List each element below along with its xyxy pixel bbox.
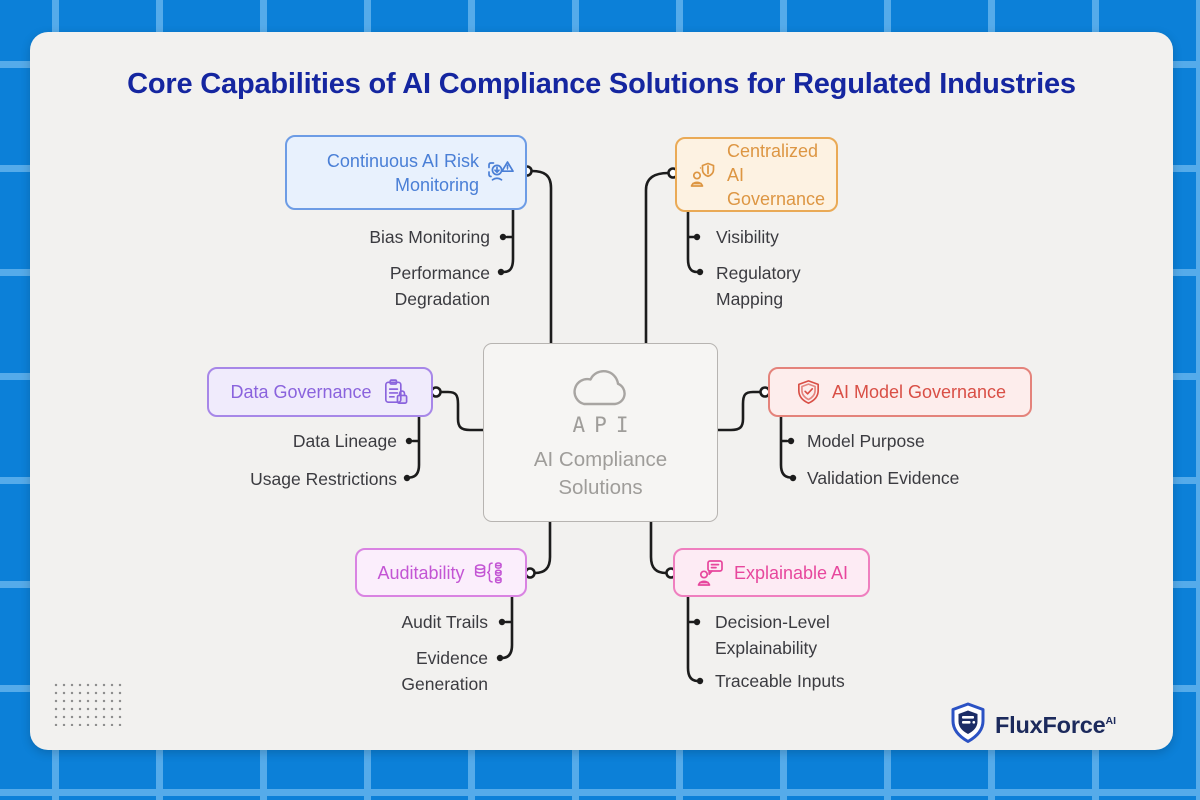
cloud-icon: [568, 368, 634, 413]
node-continuous-ai-risk-monitoring: Continuous AI Risk Monitoring: [285, 135, 527, 210]
node-label: AI Model Governance: [831, 382, 1007, 402]
child-data-lineage: Data Lineage: [292, 431, 397, 451]
shield-check-icon: [794, 378, 823, 407]
api-label: API: [572, 412, 638, 437]
child-evidence-generation: Evidence Generation: [401, 648, 488, 694]
node-centralized-ai-governance: Centralized AI Governance: [675, 137, 838, 212]
fluxforce-shield-icon: [950, 702, 986, 749]
node-label: Data Governance: [230, 382, 372, 402]
child-regulatory-mapping: Regulatory Mapping: [716, 263, 801, 309]
child-performance-degradation: Performance Degradation: [389, 263, 490, 309]
central-node-label: AI Compliance Solutions: [533, 447, 668, 499]
child-visibility: Visibility: [716, 227, 779, 247]
link-explainable-to-center: [649, 519, 668, 575]
child-audit-trails: Audit Trails: [401, 612, 488, 632]
governance-children-wire: [686, 207, 699, 274]
node-label: Auditability: [377, 562, 465, 583]
database-audit-icon: [473, 559, 505, 586]
risk-children-wire: [502, 207, 515, 274]
node-data-governance: Data Governance: [207, 367, 433, 417]
link-audit-to-center: [533, 519, 552, 575]
node-label: Continuous AI Risk Monitoring: [326, 150, 479, 195]
brand-suffix: AI: [1105, 715, 1117, 728]
child-traceable-inputs: Traceable Inputs: [715, 671, 845, 691]
dot-pattern-decoration: [52, 681, 122, 726]
node-label: Centralized AI Governance: [727, 140, 826, 209]
central-node: API AI Compliance Solutions: [483, 343, 718, 522]
link-risk-to-center: [530, 169, 553, 346]
link-modelgov-to-center: [715, 390, 762, 432]
node-ai-model-governance: AI Model Governance: [768, 367, 1032, 417]
child-usage-restrictions: Usage Restrictions: [250, 469, 397, 489]
page-title: Core Capabilities of AI Compliance Solut…: [127, 68, 1076, 100]
brand-logo: FluxForceAI: [950, 702, 1116, 749]
link-datagov-to-center: [439, 390, 486, 432]
child-model-purpose: Model Purpose: [807, 431, 925, 451]
child-validation-evidence: Validation Evidence: [807, 468, 960, 488]
person-chat-icon: [695, 558, 725, 588]
child-bias-monitoring: Bias Monitoring: [369, 227, 490, 247]
datagov-children-wire: [408, 414, 421, 479]
clipboard-lock-icon: [381, 378, 410, 407]
link-governance-to-center: [644, 171, 670, 346]
node-auditability: Auditability: [355, 548, 527, 597]
modelgov-children-wire: [779, 414, 792, 479]
node-label: Explainable AI: [733, 562, 849, 583]
explainable-children-wire: [686, 594, 699, 683]
audit-children-wire: [501, 594, 514, 660]
child-decision-level-explainability: Decision-Level Explainability: [715, 612, 830, 658]
node-explainable-ai: Explainable AI: [673, 548, 870, 597]
brand-name: FluxForceAI: [995, 712, 1116, 739]
risk-monitoring-icon: [486, 158, 516, 188]
person-shield-icon: [688, 160, 718, 190]
brand-name-text: FluxForce: [995, 712, 1106, 738]
